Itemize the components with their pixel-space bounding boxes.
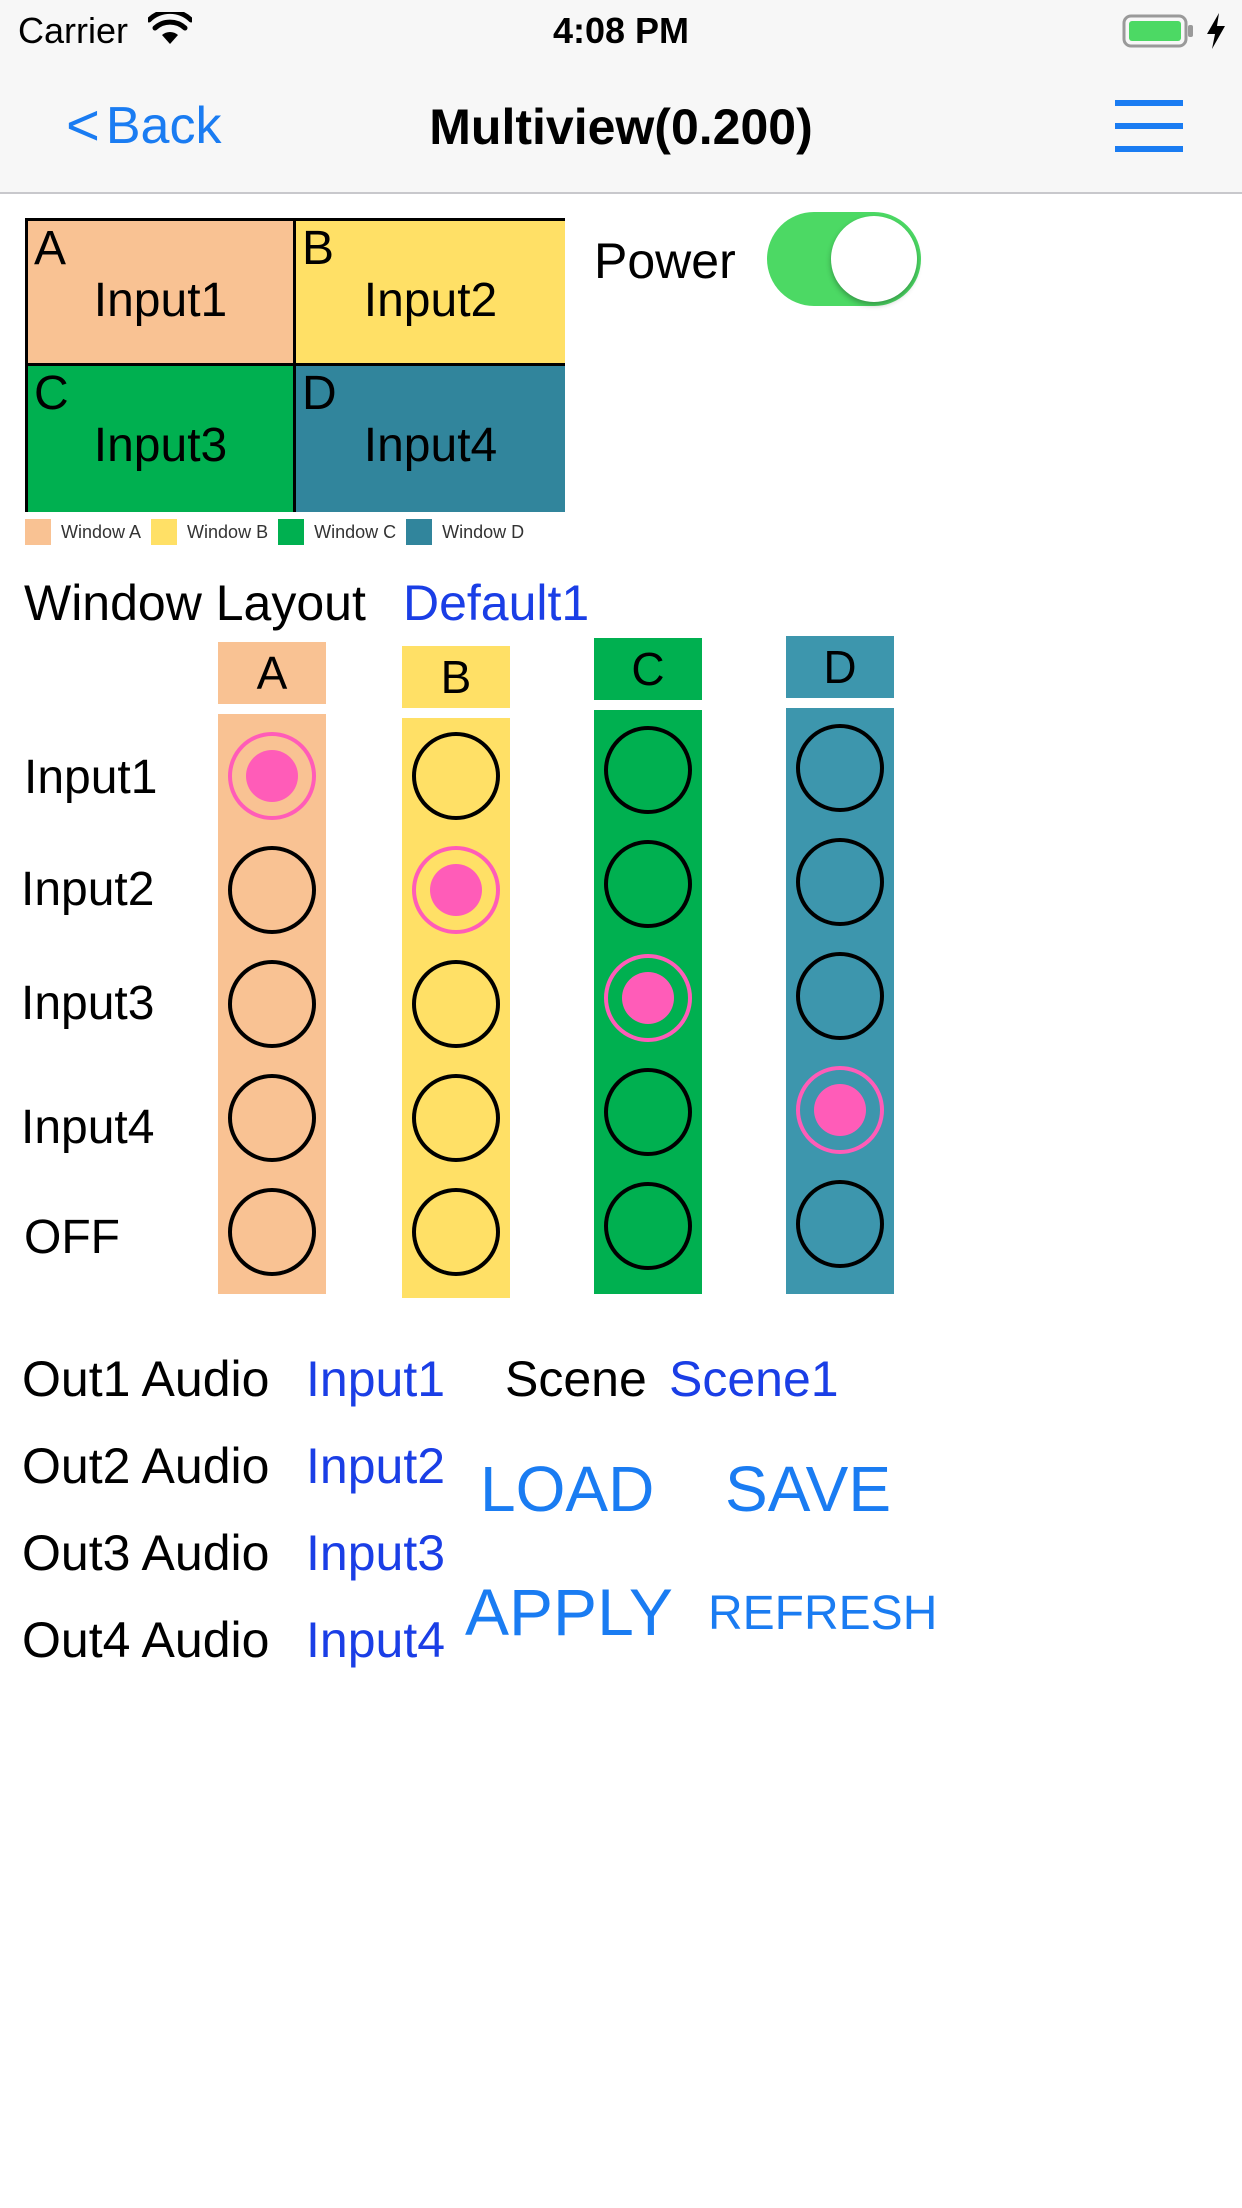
power-toggle[interactable] xyxy=(767,212,921,306)
radio-a-input3[interactable] xyxy=(228,960,316,1048)
preview-letter: C xyxy=(34,367,69,420)
radio-a-input1[interactable] xyxy=(228,732,316,820)
selected-dot xyxy=(246,750,298,802)
preview-letter: D xyxy=(302,367,337,420)
preview-input: Input4 xyxy=(363,419,498,472)
toggle-knob xyxy=(831,216,917,302)
radio-b-input1[interactable] xyxy=(412,732,500,820)
legend-swatch xyxy=(151,519,178,545)
window-preview: A Input1 B Input2 C Input3 D Input4 xyxy=(25,218,565,512)
radio-d-input2[interactable] xyxy=(796,838,884,926)
out1-audio-selector[interactable]: Input1 xyxy=(306,1351,446,1407)
radio-b-input4[interactable] xyxy=(412,1074,500,1162)
radio-a-input2[interactable] xyxy=(228,846,316,934)
preview-input: Input2 xyxy=(363,274,498,327)
row-label-input2: Input2 xyxy=(21,863,155,916)
status-bar xyxy=(0,0,1242,60)
wifi-icon xyxy=(148,12,192,44)
legend-label: Window D xyxy=(442,521,525,542)
preview-window-b: B Input2 xyxy=(296,221,565,366)
radio-d-off[interactable] xyxy=(796,1180,884,1268)
out4-audio-selector[interactable]: Input4 xyxy=(306,1612,446,1668)
legend-item: Window D xyxy=(406,519,524,545)
radio-b-off[interactable] xyxy=(412,1188,500,1276)
preview-window-d: D Input4 xyxy=(296,366,565,512)
radio-d-input3[interactable] xyxy=(796,952,884,1040)
legend-label: Window A xyxy=(61,521,142,542)
row-label-input4: Input4 xyxy=(21,1101,155,1154)
radio-d-input4[interactable] xyxy=(796,1066,884,1154)
scene-selector[interactable]: Scene1 xyxy=(669,1351,839,1407)
legend-label: Window B xyxy=(187,521,269,542)
column-header-c: C xyxy=(594,638,702,700)
preview-input: Input3 xyxy=(93,419,228,472)
row-label-off: OFF xyxy=(24,1211,120,1264)
selected-dot xyxy=(814,1084,866,1136)
window-layout-label: Window Layout xyxy=(24,575,366,631)
out2-audio-selector[interactable]: Input2 xyxy=(306,1438,446,1494)
out2-audio-label: Out2 Audio xyxy=(22,1438,270,1494)
radio-b-input2[interactable] xyxy=(412,846,500,934)
back-button[interactable]: < Back xyxy=(66,96,221,156)
preview-letter: A xyxy=(34,222,67,275)
charging-bolt-icon xyxy=(1207,13,1225,49)
preview-window-a: A Input1 xyxy=(28,221,296,366)
radio-b-input3[interactable] xyxy=(412,960,500,1048)
out4-audio-label: Out4 Audio xyxy=(22,1612,270,1668)
preview-letter: B xyxy=(302,222,335,275)
selected-dot xyxy=(430,864,482,916)
legend-swatch xyxy=(406,519,433,545)
legend-label: Window C xyxy=(314,521,397,542)
preview-window-c: C Input3 xyxy=(28,366,296,512)
column-header-a: A xyxy=(218,642,326,704)
back-chevron-icon: < xyxy=(66,93,100,158)
radio-c-input2[interactable] xyxy=(604,840,692,928)
radio-d-input1[interactable] xyxy=(796,724,884,812)
preview-legend: Window A Window B Window C Window D xyxy=(25,518,534,546)
hamburger-menu-icon[interactable] xyxy=(1115,98,1183,154)
carrier-label: Carrier xyxy=(18,10,129,51)
column-header-d: D xyxy=(786,636,894,698)
power-label: Power xyxy=(594,233,736,289)
row-label-input1: Input1 xyxy=(24,751,158,804)
apply-button[interactable]: APPLY xyxy=(465,1575,673,1649)
radio-c-input4[interactable] xyxy=(604,1068,692,1156)
column-header-b: B xyxy=(402,646,510,708)
selected-dot xyxy=(622,972,674,1024)
out3-audio-label: Out3 Audio xyxy=(22,1525,270,1581)
save-button[interactable]: SAVE xyxy=(725,1453,891,1525)
battery-icon xyxy=(1122,14,1193,48)
page-title: Multiview(0.200) xyxy=(429,99,813,155)
row-label-input3: Input3 xyxy=(21,977,155,1030)
radio-c-input1[interactable] xyxy=(604,726,692,814)
legend-swatch xyxy=(278,519,305,545)
out3-audio-selector[interactable]: Input3 xyxy=(306,1525,446,1581)
preview-input: Input1 xyxy=(93,274,228,327)
legend-swatch xyxy=(25,519,51,545)
load-button[interactable]: LOAD xyxy=(480,1453,655,1525)
radio-c-input3[interactable] xyxy=(604,954,692,1042)
radio-c-off[interactable] xyxy=(604,1182,692,1270)
refresh-button[interactable]: REFRESH xyxy=(708,1587,938,1640)
out1-audio-label: Out1 Audio xyxy=(22,1351,270,1407)
scene-label: Scene xyxy=(505,1351,647,1407)
legend-item: Window A xyxy=(25,519,141,545)
radio-a-off[interactable] xyxy=(228,1188,316,1276)
radio-a-input4[interactable] xyxy=(228,1074,316,1162)
window-layout-selector[interactable]: Default1 xyxy=(403,575,590,631)
legend-item: Window C xyxy=(278,519,396,545)
navigation-bar xyxy=(0,60,1242,194)
legend-item: Window B xyxy=(151,519,268,545)
status-time: 4:08 PM xyxy=(552,10,690,51)
back-label: Back xyxy=(105,97,222,155)
